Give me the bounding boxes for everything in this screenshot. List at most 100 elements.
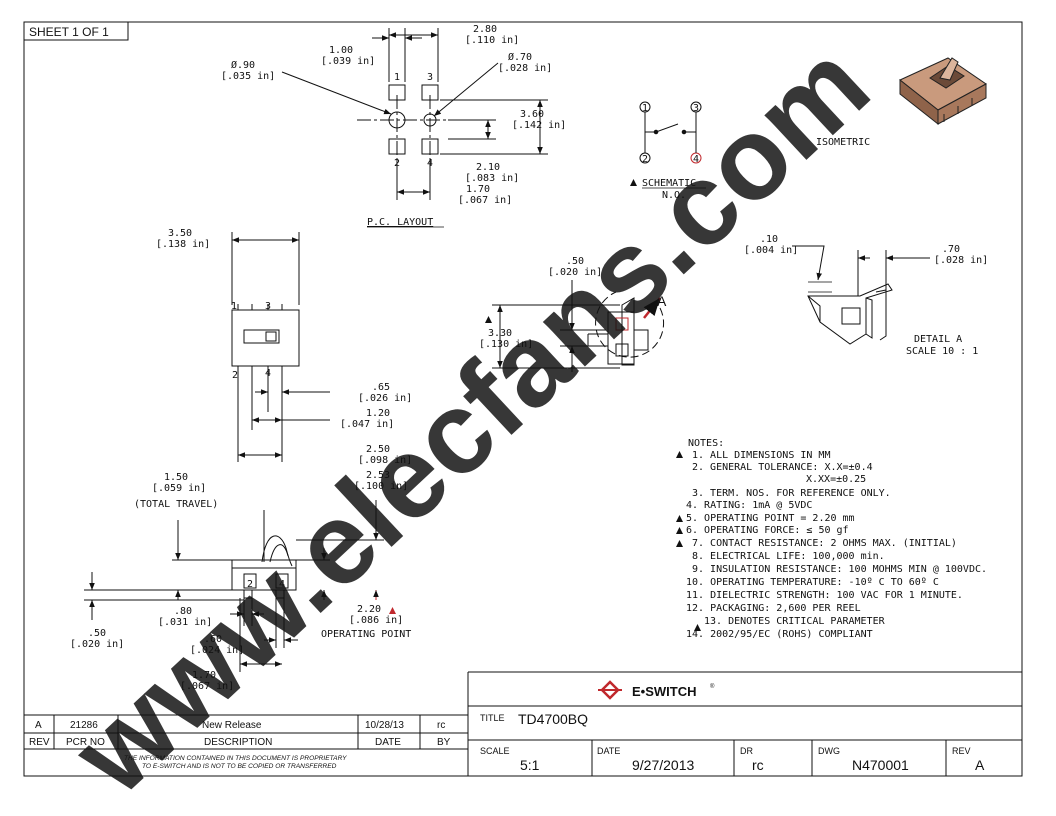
side-dim-3-30: 3.30 xyxy=(488,328,512,339)
detail-a-title: DETAIL A xyxy=(914,334,962,345)
note-2-cont: X.XX=±0.25 xyxy=(806,474,866,485)
schematic-subtitle: N.O. xyxy=(662,190,686,201)
pc-dim-2-10-in: [.083 in] xyxy=(465,173,519,184)
top-dim-2-50: 2.50 xyxy=(366,444,390,455)
detail-a-view xyxy=(792,245,930,345)
detail-dim-10: .10 xyxy=(760,234,778,245)
pc-layout-title: P.C. LAYOUT xyxy=(367,217,433,228)
by-value: rc xyxy=(437,720,445,731)
pc-dim-2-10: 2.10 xyxy=(476,162,500,173)
critical-markers xyxy=(389,179,701,631)
proprietary-notice-2: TO E-SWITCH AND IS NOT TO BE COPIED OR T… xyxy=(142,763,337,770)
rev-value-tb: A xyxy=(975,757,985,773)
pc-pin-1-label: 1 xyxy=(394,72,400,83)
detail-dim-10-in: [.004 in] xyxy=(744,245,798,256)
side-dim-50: .50 xyxy=(566,256,584,267)
front-dim-1-50-in: [.059 in] xyxy=(152,483,206,494)
watermark-text: www.elecfans.com xyxy=(48,18,893,816)
notes-block: NOTES: 1. ALL DIMENSIONS IN MM 2. GENERA… xyxy=(686,438,987,640)
eswitch-logo: E•SWITCH ® xyxy=(598,680,715,700)
sheet-number: SHEET 1 OF 1 xyxy=(29,25,109,39)
schematic-title: SCHEMATIC xyxy=(642,178,696,189)
sch-pin-3: 3 xyxy=(693,103,699,114)
rev-value: A xyxy=(35,720,42,731)
pc-dim-d90-in: [.035 in] xyxy=(221,71,275,82)
front-dim-60: .60 xyxy=(204,634,222,645)
sch-pin-1: 1 xyxy=(642,103,648,114)
front-dim-1-70-in: [.067 in] xyxy=(180,681,234,692)
sheet-tab xyxy=(23,21,129,41)
top-dim-65: .65 xyxy=(372,382,390,393)
detail-dim-70-in: [.028 in] xyxy=(934,255,988,266)
pc-dim-3-60-in: [.142 in] xyxy=(512,120,566,131)
front-dim-1-50-note: (TOTAL TRAVEL) xyxy=(134,499,218,510)
top-pin-2: 2 xyxy=(232,370,238,381)
detail-a-scale: SCALE 10 : 1 xyxy=(906,346,978,357)
front-dim-60-in: [.024 in] xyxy=(190,645,244,656)
note-5: 5. OPERATING POINT = 2.20 mm xyxy=(686,513,855,524)
pc-dim-d70: Ø.70 xyxy=(508,51,532,63)
note-7: 7. CONTACT RESISTANCE: 2 OHMS MAX. (INIT… xyxy=(692,538,957,549)
note-9: 9. INSULATION RESISTANCE: 100 MOHMS MIN … xyxy=(692,564,987,575)
date-value: 10/28/13 xyxy=(365,720,404,731)
pc-pin-3-label: 3 xyxy=(427,72,433,83)
note-2: 2. GENERAL TOLERANCE: X.X=±0.4 xyxy=(692,462,873,473)
rev-header: REV xyxy=(29,737,50,748)
pc-dim-d70-in: [.028 in] xyxy=(498,63,552,74)
front-pin-4: 4 xyxy=(279,579,285,590)
front-dim-50-in: [.020 in] xyxy=(70,639,124,650)
pc-dim-1-70-in: [.067 in] xyxy=(458,195,512,206)
sch-pin-2: 2 xyxy=(642,154,648,165)
dwg-label: DWG xyxy=(818,746,840,756)
revision-table xyxy=(24,672,469,776)
notes-heading: NOTES: xyxy=(688,438,724,449)
note-10: 10. OPERATING TEMPERATURE: -10º C TO 60º… xyxy=(686,577,939,588)
note-12: 12. PACKAGING: 2,600 PER REEL xyxy=(686,603,861,614)
front-dim-1-50: 1.50 xyxy=(164,472,188,483)
title-value: TD4700BQ xyxy=(518,711,588,727)
date-header: DATE xyxy=(375,737,401,748)
note-13: 13. DENOTES CRITICAL PARAMETER xyxy=(704,616,886,627)
top-pin-1: 1 xyxy=(231,301,237,312)
side-view-body xyxy=(607,311,635,365)
front-dim-80-in: [.031 in] xyxy=(158,617,212,628)
front-dim-2-53: 2.53 xyxy=(366,470,390,481)
front-dim-2-20: 2.20 xyxy=(357,604,381,615)
front-pin-2: 2 xyxy=(247,579,253,590)
top-view xyxy=(231,232,330,462)
pcr-value: 21286 xyxy=(70,720,98,731)
date-value-tb: 9/27/2013 xyxy=(632,757,694,773)
sch-pin-4: 4 xyxy=(693,154,699,165)
detail-a-callout-circle xyxy=(595,291,665,358)
top-dim-65-in: [.026 in] xyxy=(358,393,412,404)
pc-dim-2-80: 2.80 xyxy=(473,24,497,35)
top-dim-3-50: 3.50 xyxy=(168,228,192,239)
pc-pin-2-label: 2 xyxy=(394,158,400,169)
pcr-header: PCR NO xyxy=(66,737,105,748)
note-1: 1. ALL DIMENSIONS IN MM xyxy=(692,450,830,461)
side-dim-3-30-in: [.130 in] xyxy=(479,339,533,350)
top-dim-2-50-in: [.098 in] xyxy=(358,455,412,466)
schematic-diagram xyxy=(639,101,702,164)
title-block xyxy=(468,671,1022,776)
note-3: 3. TERM. NOS. FOR REFERENCE ONLY. xyxy=(692,488,891,499)
top-dim-1-20: 1.20 xyxy=(366,408,390,419)
pc-dim-1-70: 1.70 xyxy=(466,184,490,195)
operating-point-label: OPERATING POINT xyxy=(321,629,411,640)
note-11: 11. DIELECTRIC STRENGTH: 100 VAC FOR 1 M… xyxy=(686,590,963,601)
top-pin-3: 3 xyxy=(265,301,271,312)
side-dim-50-in: [.020 in] xyxy=(548,267,602,278)
top-dim-3-50-in: [.138 in] xyxy=(156,239,210,250)
rev-label-tb: REV xyxy=(952,746,971,756)
front-dim-50: .50 xyxy=(88,628,106,639)
desc-value: New Release xyxy=(202,720,262,731)
top-view-actuator xyxy=(243,329,280,344)
front-dim-2-20-in: [.086 in] xyxy=(349,615,403,626)
pc-dim-3-60: 3.60 xyxy=(520,109,544,120)
sheet-border xyxy=(23,21,1023,777)
pc-dim-d90: Ø.90 xyxy=(231,59,255,71)
pc-layout-view xyxy=(281,28,548,200)
brand-name: E•SWITCH xyxy=(632,684,697,699)
pc-dim-1-00-in: [.039 in] xyxy=(321,56,375,67)
